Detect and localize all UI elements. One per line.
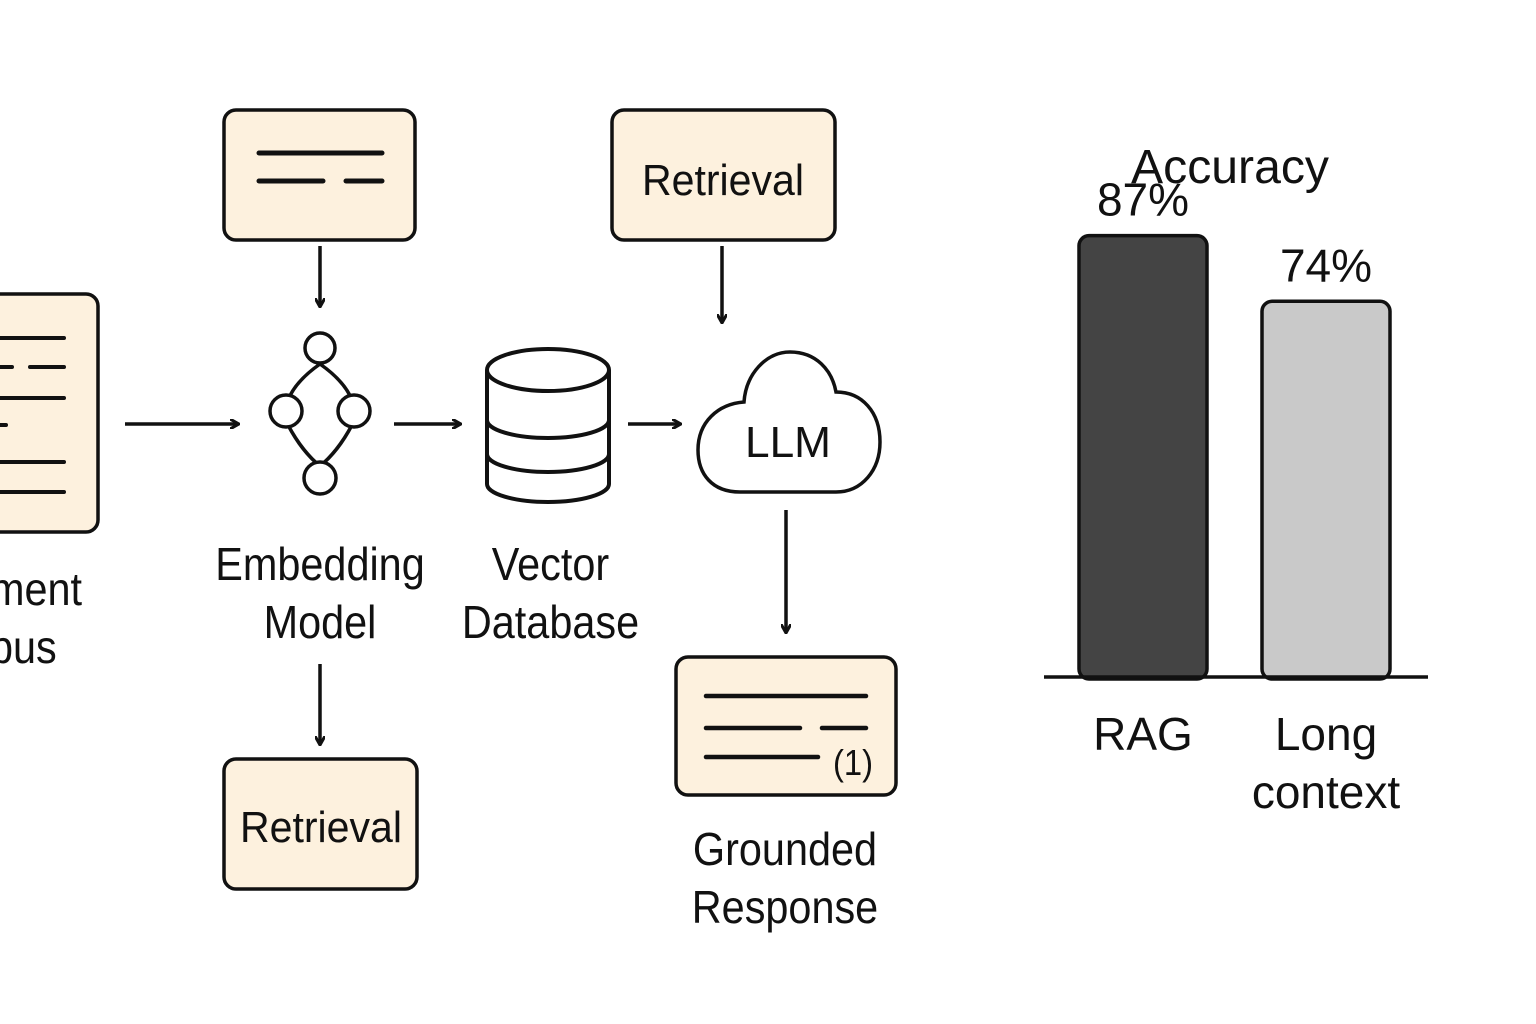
- embedding-model-label-line-1: Embedding: [215, 538, 425, 590]
- document-corpus-label: ment pus: [0, 560, 103, 676]
- embedding-model-label-line-2: Model: [263, 596, 377, 648]
- embedding-network-icon: [268, 331, 372, 496]
- embedding-model-label: Embedding Model: [208, 535, 433, 651]
- grounded-response-label: Grounded Response: [682, 820, 889, 936]
- llm-label: LLM: [745, 418, 831, 467]
- document-corpus-label-line-2: pus: [0, 621, 57, 673]
- text-lines-icon: [222, 108, 417, 242]
- vector-database-label-line-1: Vector: [491, 538, 610, 590]
- flow-arrows: [125, 246, 786, 744]
- llm-cloud-icon: LLM: [696, 350, 882, 494]
- retrieval-bottom-box: Retrieval: [222, 757, 419, 891]
- bar-rag: [1077, 233, 1209, 681]
- retrieval-top-box: Retrieval: [610, 108, 837, 242]
- bar-long-context: [1260, 299, 1392, 681]
- vector-database-label: Vector Database: [454, 535, 648, 651]
- response-document-icon: (1): [674, 655, 898, 797]
- document-corpus-label-line-1: ment: [0, 563, 83, 615]
- category-label-long-context-line-2: context: [1252, 766, 1401, 818]
- value-label-rag: 87%: [1097, 174, 1189, 226]
- category-label-rag-line-1: RAG: [1093, 708, 1193, 760]
- grounded-response-label-line-2: Response: [691, 881, 879, 933]
- citation-marker: (1): [833, 742, 873, 783]
- accuracy-bar-chart: Accuracy 87% RAG 74% Long context: [1044, 141, 1428, 818]
- value-label-long-context: 74%: [1280, 239, 1372, 291]
- document-corpus-icon: [0, 292, 100, 534]
- category-label-long-context-line-1: Long: [1275, 708, 1377, 760]
- retrieval-top-label: Retrieval: [642, 156, 804, 205]
- retrieval-bottom-label: Retrieval: [240, 803, 402, 852]
- grounded-response-label-line-1: Grounded: [692, 823, 878, 875]
- chart-title: Accuracy: [1131, 141, 1329, 194]
- database-icon: [485, 347, 611, 504]
- vector-database-label-line-2: Database: [461, 596, 640, 648]
